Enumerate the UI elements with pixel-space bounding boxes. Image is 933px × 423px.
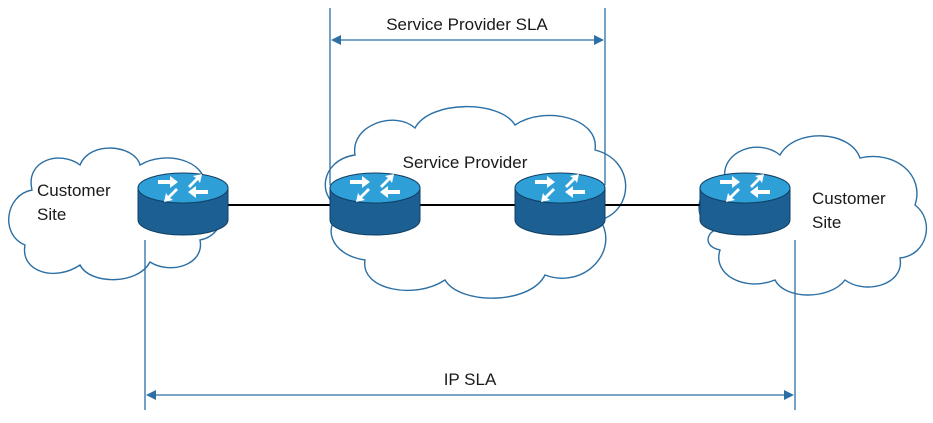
- customer-right-label-line2: Site: [812, 213, 841, 232]
- sp-sla-label: Service Provider SLA: [386, 15, 548, 34]
- service-provider-label: Service Provider: [403, 153, 528, 172]
- ip-sla-double-arrow: [146, 390, 794, 400]
- router-customer-left: [137, 172, 229, 236]
- ip-sla-label: IP SLA: [444, 370, 497, 389]
- customer-left-label-line1: Customer: [37, 181, 111, 200]
- router-sp-left: [329, 172, 421, 236]
- router-sp-right: [514, 172, 606, 236]
- sp-sla-double-arrow: [331, 35, 604, 45]
- customer-right-label-line1: Customer: [812, 189, 886, 208]
- cloud-service-provider: [324, 105, 627, 299]
- router-customer-right: [699, 172, 791, 236]
- customer-left-label-line2: Site: [37, 205, 66, 224]
